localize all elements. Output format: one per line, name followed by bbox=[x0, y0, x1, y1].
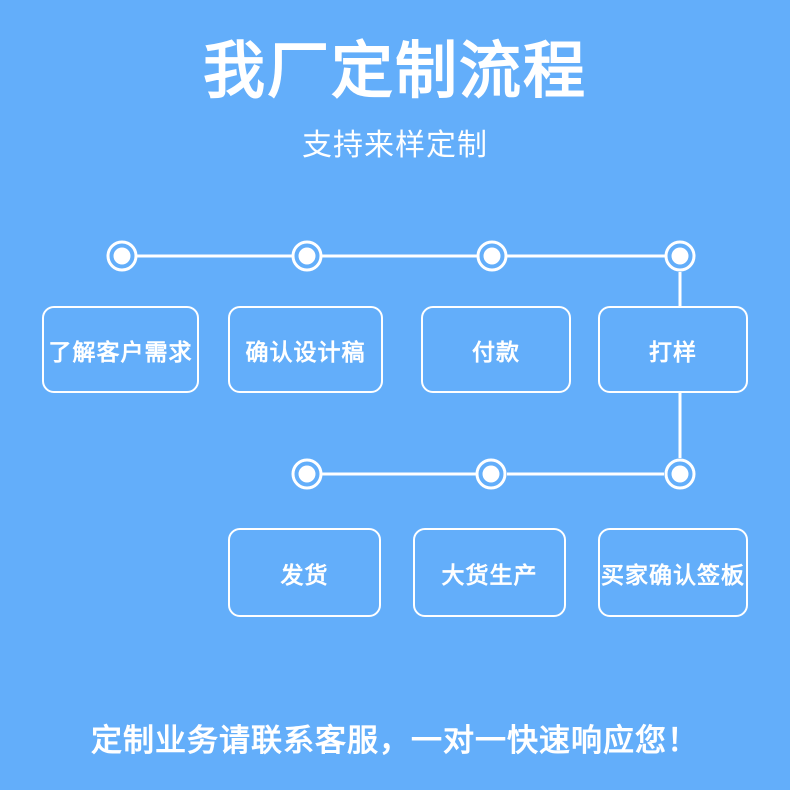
flow-step-box-shipping[interactable]: 发货 bbox=[228, 528, 381, 617]
footer-contact-note: 定制业务请联系客服，一对一快速响应您！ bbox=[91, 723, 699, 758]
flow-step-label: 大货生产 bbox=[441, 561, 538, 588]
flow-step-box-understand-requirements[interactable]: 了解客户需求 bbox=[42, 306, 199, 393]
flow-step-box-confirm-design[interactable]: 确认设计稿 bbox=[228, 306, 383, 393]
node-circle-4 bbox=[664, 240, 696, 272]
node-circle-2 bbox=[291, 240, 323, 272]
flow-step-label: 发货 bbox=[280, 561, 329, 588]
flow-step-label: 打样 bbox=[649, 338, 697, 365]
flow-step-box-bulk-production[interactable]: 大货生产 bbox=[413, 528, 566, 617]
flow-step-box-buyer-confirms-sample[interactable]: 买家确认签板 bbox=[598, 528, 748, 617]
flow-step-label: 了解客户需求 bbox=[48, 338, 193, 365]
node-circle-6 bbox=[475, 458, 507, 490]
flow-step-label: 付款 bbox=[472, 338, 520, 365]
node-circle-1 bbox=[106, 240, 138, 272]
flow-step-label: 确认设计稿 bbox=[245, 338, 366, 365]
node-circle-3 bbox=[476, 240, 508, 272]
flow-step-box-payment[interactable]: 付款 bbox=[421, 306, 571, 393]
node-circle-5 bbox=[664, 458, 696, 490]
flow-step-label: 买家确认签板 bbox=[601, 561, 745, 588]
page-subtitle: 支持来样定制 bbox=[302, 129, 488, 162]
page-title: 我厂定制流程 bbox=[202, 37, 587, 106]
node-circle-7 bbox=[291, 458, 323, 490]
flow-step-box-sampling[interactable]: 打样 bbox=[598, 306, 748, 393]
